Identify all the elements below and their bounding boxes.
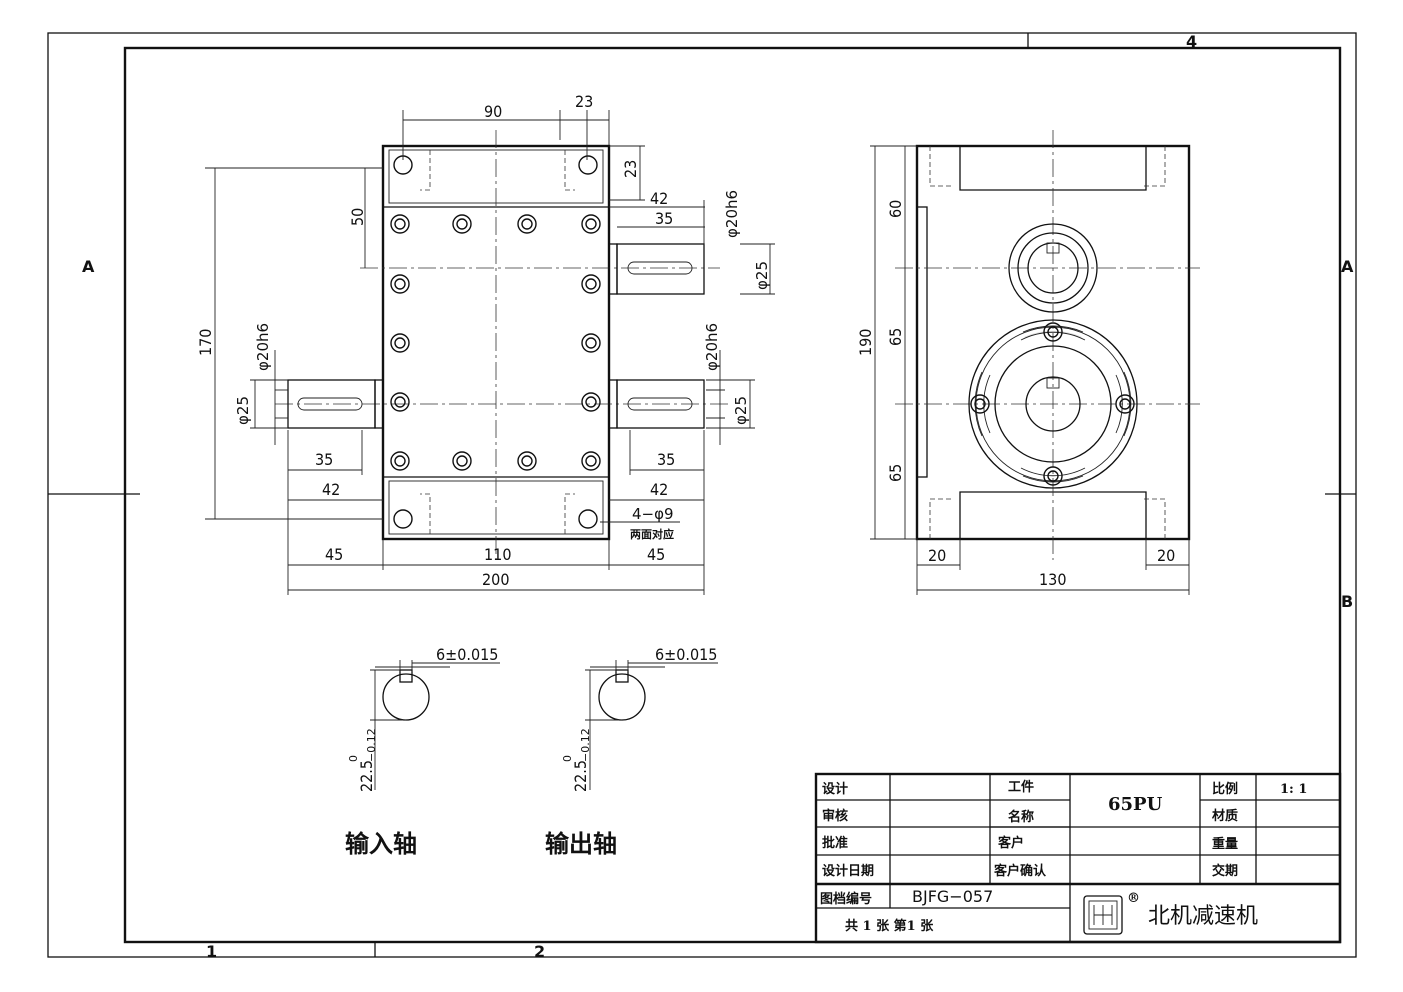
depth-tol-lower: −0.12 [365,728,378,762]
dim-label: 42 [650,189,668,208]
sheet-count: 共 1 张 第1 张 [845,918,934,934]
dim-label: 45 [325,545,343,564]
tb-label: 工件 [1008,779,1034,795]
dim-label: 60 [886,200,905,218]
dim-label: 50 [348,208,367,226]
dim-label: 190 [856,329,875,356]
dim-label: φ20h6 [723,190,741,238]
input-shaft-section: 6±0.015 22.5 0 −0.12 输入轴 [345,645,500,858]
output-shaft-section: 6±0.015 22.5 0 −0.12 输出轴 [545,645,718,858]
dim-label: 65 [886,464,905,482]
dim-label: 65 [886,328,905,346]
dim-label: 20 [1157,546,1175,565]
inner-frame [123,46,1342,944]
tb-label: 批准 [822,835,848,851]
tb-label: 审核 [822,808,848,824]
key-tolerance: 6±0.015 [436,645,498,664]
dim-label: 45 [647,545,665,564]
tb-label: 交期 [1212,863,1238,879]
dim-label: 90 [484,102,502,121]
dim-label: 20 [928,546,946,565]
shaft-right [608,379,705,429]
dim-label: φ20h6 [703,323,721,371]
dim-label: 23 [621,160,640,178]
dim-label: φ20h6 [254,323,272,371]
scale-value: 1: 1 [1280,782,1307,797]
tb-label: 图档编号 [820,891,872,907]
tb-label: 比例 [1212,781,1238,797]
model-name: 65PU [1108,794,1163,815]
zone-label: A [1341,257,1354,276]
dim-label: 35 [657,450,675,469]
tb-label: 名称 [1008,809,1034,825]
hole-note: 4−φ9 [632,505,674,523]
dim-label: 35 [655,209,673,228]
tb-label: 客户确认 [994,863,1047,879]
dim-label: 23 [575,92,593,111]
output-flange [968,319,1138,489]
output-shaft-label: 输出轴 [545,829,617,858]
shaft-left [287,379,384,429]
dim-label: 35 [315,450,333,469]
title-block: 设计 审核 批准 设计日期 工件 名称 客户 客户确认 65PU 比例 1: 1… [814,772,1342,944]
tb-label: 客户 [998,835,1024,851]
depth-dim: 22.5 [571,760,590,792]
dim-label: 110 [484,545,511,564]
depth-tol-upper: 0 [347,755,360,762]
zone-label: A [82,257,95,276]
zone-label: 2 [534,942,545,961]
key-tolerance: 6±0.015 [655,645,717,664]
zone-label: 1 [206,942,217,961]
dim-label: 170 [196,329,215,356]
dim-label: 42 [322,480,340,499]
registered-mark: ® [1127,891,1140,906]
depth-tol-upper: 0 [561,755,574,762]
shaft-upper-right [608,243,705,295]
company-logo [1083,895,1123,935]
front-view: 90 23 23 50 42 35 φ20h6 φ25 170 φ20h6 φ2… [196,92,775,595]
dim-label: φ25 [753,261,771,290]
bolt-pattern [390,155,601,529]
dim-label: φ25 [732,396,750,425]
drawing-number: BJFG−057 [912,887,993,906]
dim-label: 130 [1039,570,1066,589]
outer-border [47,32,1357,958]
company-name: 北机减速机 [1148,904,1258,929]
zone-label: B [1341,592,1353,611]
hole-note-2: 两面对应 [630,527,674,541]
tb-label: 设计日期 [822,863,874,879]
tb-label: 重量 [1212,836,1238,852]
side-view: 60 65 65 190 20 20 130 [856,130,1200,595]
depth-dim: 22.5 [357,760,376,792]
zone-label: 4 [1186,32,1197,51]
dim-label: 42 [650,480,668,499]
input-shaft-label: 输入轴 [345,829,417,858]
dim-label: φ25 [234,396,252,425]
input-bearing-cover [1008,223,1098,313]
tb-label: 设计 [822,781,848,797]
tb-label: 材质 [1212,808,1238,824]
depth-tol-lower: −0.12 [579,728,592,762]
dim-label: 200 [482,570,509,589]
